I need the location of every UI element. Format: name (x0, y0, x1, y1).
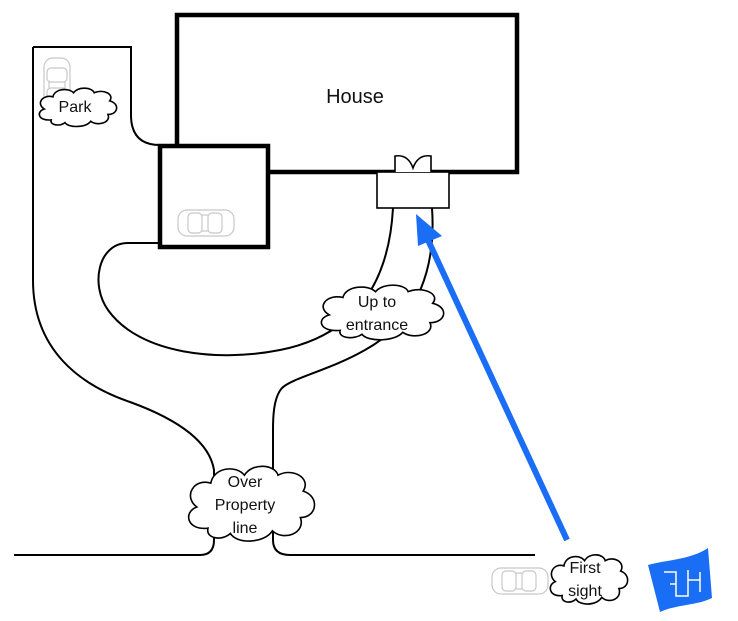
svg-text:Property: Property (215, 497, 275, 514)
park-callout: Park (38, 87, 118, 128)
property-line-callout: Over Property line (187, 465, 316, 543)
svg-text:Up to: Up to (358, 294, 396, 311)
svg-text:sight: sight (568, 583, 602, 600)
svg-text:line: line (233, 520, 258, 537)
door-icon (394, 154, 432, 172)
car-icon (491, 567, 549, 595)
map-icon (648, 548, 712, 612)
house-label: House (326, 86, 384, 108)
arrow-icon (416, 214, 570, 542)
entrance-callout: Up to entrance (320, 284, 445, 341)
svg-text:entrance: entrance (346, 317, 408, 334)
garage (157, 143, 271, 250)
svg-text:First: First (569, 560, 601, 577)
entrance (376, 154, 450, 209)
svg-text:Over: Over (228, 474, 263, 491)
svg-text:Park: Park (59, 99, 93, 116)
first-sight-callout: First sight (549, 554, 629, 605)
